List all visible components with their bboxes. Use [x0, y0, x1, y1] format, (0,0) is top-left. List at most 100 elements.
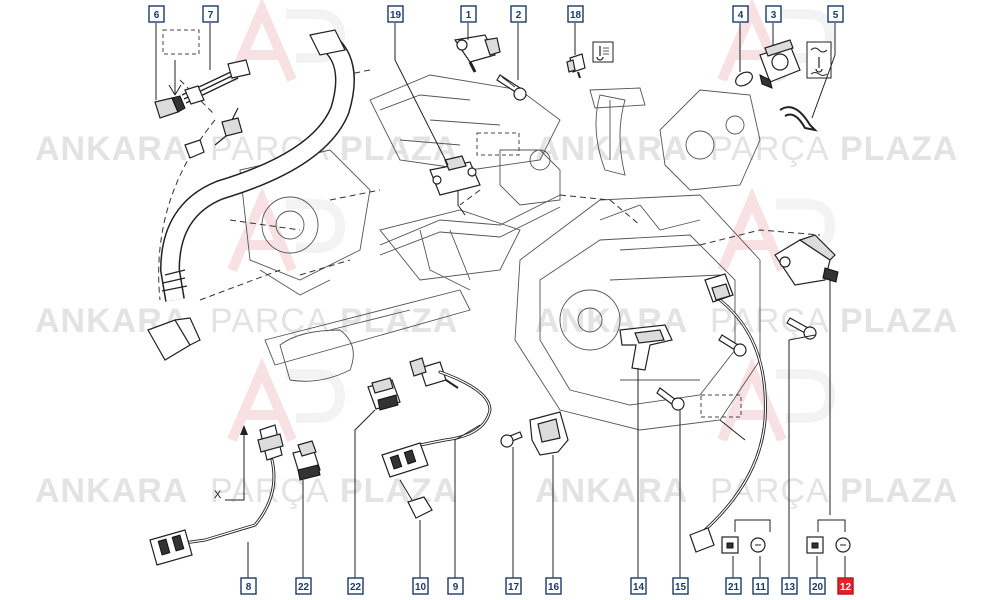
bolt-17 [500, 431, 523, 448]
sensor-wires-7 [181, 59, 251, 105]
callout-17: 17 [505, 577, 522, 595]
bolt-2 [496, 74, 527, 101]
dimension-x-label: X [214, 489, 222, 501]
callout-number: 21 [728, 582, 740, 593]
sensor-clip-10 [399, 479, 433, 519]
bulb-group-left [721, 519, 771, 554]
callout-10: 10 [412, 577, 429, 595]
callout-number: 3 [771, 10, 777, 21]
watermark-word-plaza: PLAZA [340, 302, 458, 340]
callout-number: 6 [154, 10, 160, 21]
coolant-hose [159, 29, 355, 302]
bracket-14 [619, 324, 673, 371]
callout-box [347, 577, 364, 595]
watermark-word-ankara: ANKARA [35, 130, 188, 168]
dimension-marker: X [214, 425, 248, 501]
callout-8: 8 [240, 577, 257, 595]
callout-box [202, 5, 219, 23]
callout-13: 13 [781, 577, 798, 595]
watermark-logo-mid-left [227, 187, 346, 272]
leader-lines [155, 23, 846, 578]
callout-box [545, 577, 562, 595]
callout-number: 17 [508, 582, 520, 593]
shaft-assembly-outline [264, 289, 471, 382]
watermark-word-parca: PARÇA [710, 130, 830, 168]
callout-number: 11 [755, 582, 766, 593]
oxygen-sensor-9 [381, 357, 492, 478]
callout-box [725, 577, 742, 595]
callout-box [837, 577, 854, 595]
callout-22: 22 [295, 577, 312, 595]
watermark-logo-low-right [717, 357, 836, 442]
knock-sensor-8 [149, 424, 284, 566]
small-sensor-clip [184, 107, 243, 159]
callout-number: 4 [738, 10, 744, 21]
pressure-switch-22b [367, 377, 401, 411]
callout-number: 22 [298, 582, 310, 593]
temp-sender-18 [566, 53, 586, 79]
watermark-logo-top-left [227, 0, 346, 82]
sensor-connector-6 [154, 95, 186, 119]
callout-number: 2 [516, 10, 522, 21]
callout-number: 13 [784, 582, 796, 593]
callout-15: 15 [672, 577, 689, 595]
crankshaft-sensor-12 [774, 234, 839, 286]
callout-box [148, 5, 165, 23]
speed-sensor-harness [689, 273, 767, 553]
callout-20: 20 [809, 577, 826, 595]
callout-box [672, 577, 689, 595]
watermark-word-plaza: PLAZA [340, 130, 458, 168]
bolt-13 [786, 317, 817, 340]
callout-number: 5 [833, 10, 839, 21]
cooling-hose-outline [589, 87, 646, 176]
dashed-reference-boxes [162, 29, 742, 418]
watermark-row-3: ANKARA PARÇA PLAZA ANKARA PARÇA PLAZA [35, 472, 958, 510]
thermostat-housing-outline [659, 89, 761, 191]
o-ring-4 [735, 71, 753, 87]
watermark-word-plaza: PLAZA [840, 472, 958, 510]
map-sensor-19 [429, 155, 481, 216]
callout-number: 10 [415, 582, 427, 593]
callout-22: 22 [347, 577, 364, 595]
callout-box [412, 577, 429, 595]
temp-symbol-icon [592, 41, 614, 63]
callout-box [510, 5, 527, 23]
watermark-row-1: ANKARA PARÇA PLAZA ANKARA PARÇA PLAZA [35, 130, 958, 168]
pressure-switch-22a [292, 440, 321, 481]
callout-number: 22 [350, 582, 362, 593]
callout-box [387, 5, 404, 23]
callout-7: 7 [202, 5, 219, 23]
callout-box [447, 577, 464, 595]
callout-number: 16 [548, 582, 560, 593]
callout-21: 21 [725, 577, 742, 595]
watermark-word-ankara: ANKARA [35, 472, 188, 510]
bolt-near-harness [718, 334, 747, 357]
callout-box [240, 577, 257, 595]
callout-11: 11 [752, 577, 769, 595]
callout-9: 9 [447, 577, 464, 595]
callout-box [752, 577, 769, 595]
callout-number: 18 [570, 10, 582, 21]
callout-number: 9 [453, 582, 459, 593]
callout-number: 15 [675, 582, 687, 593]
callout-1: 1 [460, 5, 477, 23]
callout-5: 5 [827, 5, 844, 23]
watermark-word-plaza: PLAZA [840, 130, 958, 168]
clip-16 [529, 411, 569, 456]
camshaft-sensor-1 [453, 34, 501, 73]
callout-12: 12 [837, 577, 854, 595]
gearbox-housing-outline [514, 194, 761, 431]
callout-box [505, 577, 522, 595]
callout-box [567, 5, 584, 23]
callout-number: 12 [840, 582, 852, 593]
callout-box [732, 5, 749, 23]
callout-number: 7 [208, 10, 214, 21]
callout-18: 18 [567, 5, 584, 23]
retaining-clip-5 [779, 106, 819, 132]
hose-end-fitting [147, 317, 201, 361]
callout-box [827, 5, 844, 23]
watermark-logo-low-left [227, 357, 346, 442]
callout-19: 19 [387, 5, 404, 23]
